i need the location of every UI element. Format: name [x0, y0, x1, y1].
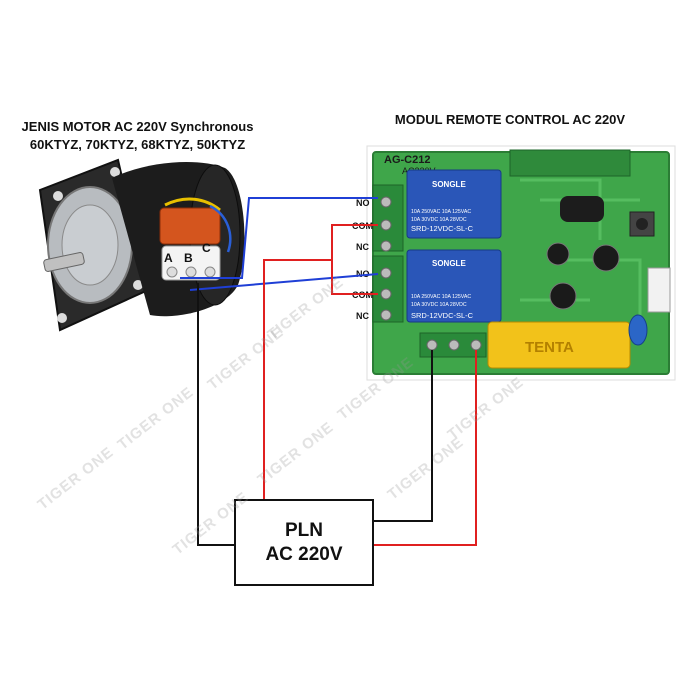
pin-label-no-2: NO — [356, 269, 370, 279]
relay-1-model: SRD-12VDC-SL-C — [411, 224, 474, 233]
motor-capacitor — [159, 207, 221, 245]
power-source-box: PLN AC 220V — [234, 499, 374, 586]
terminal-a-label: A — [164, 251, 173, 265]
relay-2-model: SRD-12VDC-SL-C — [411, 311, 474, 320]
wire-black-module-to-pln — [374, 350, 433, 522]
relay-2-spec2: 10A 30VDC 10A 28VDC — [411, 302, 467, 308]
capacitor-label: TENTA — [525, 339, 574, 356]
x2-capacitor — [487, 321, 631, 369]
synchronous-motor: A B C — [38, 158, 245, 332]
pin-label-nc-1: NC — [356, 242, 369, 252]
wire-blue-no2 — [189, 273, 379, 291]
rf-receiver — [509, 149, 631, 177]
side-connector — [647, 267, 671, 313]
wire-black-motor-to-pln — [197, 283, 234, 546]
relay-1-brand: SONGLE — [432, 180, 466, 189]
motor-shaft — [43, 252, 85, 272]
terminal-b-label: B — [184, 251, 193, 265]
relay-2-spec1: 10A 250VAC 10A 125VAC — [411, 294, 471, 300]
relay-2: SONGLE 10A 250VAC 10A 125VAC 10A 30VDC 1… — [406, 249, 502, 323]
wire-blue-no1 — [180, 197, 378, 279]
power-line2: AC 220V — [265, 543, 343, 565]
wire-red-module-to-pln — [374, 350, 477, 546]
relay-2-brand: SONGLE — [432, 259, 466, 268]
pin-label-nc-2: NC — [356, 311, 369, 321]
wires — [180, 197, 477, 546]
motor-title: JENIS MOTOR AC 220V Synchronous 60KTYZ, … — [10, 118, 265, 154]
power-line1: PLN — [285, 519, 323, 541]
relay-1: SONGLE 10A 250VAC 10A 125VAC 10A 30VDC 1… — [406, 169, 502, 239]
wire-red-com-to-pln — [263, 259, 332, 499]
pin-label-no-1: NO — [356, 198, 370, 208]
relay-1-spec1: 10A 250VAC 10A 125VAC — [411, 209, 471, 215]
terminal-c-label: C — [202, 241, 211, 255]
relay-1-spec2: 10A 30VDC 10A 28VDC — [411, 217, 467, 223]
motor-title-line1: JENIS MOTOR AC 220V Synchronous — [21, 119, 254, 134]
module-title: MODUL REMOTE CONTROL AC 220V — [394, 112, 626, 127]
board-label: AG-C212 — [384, 154, 430, 166]
motor-title-line2: 60KTYZ, 70KTYZ, 68KTYZ, 50KTYZ — [29, 137, 246, 152]
electrolytic-capacitor — [546, 242, 570, 266]
